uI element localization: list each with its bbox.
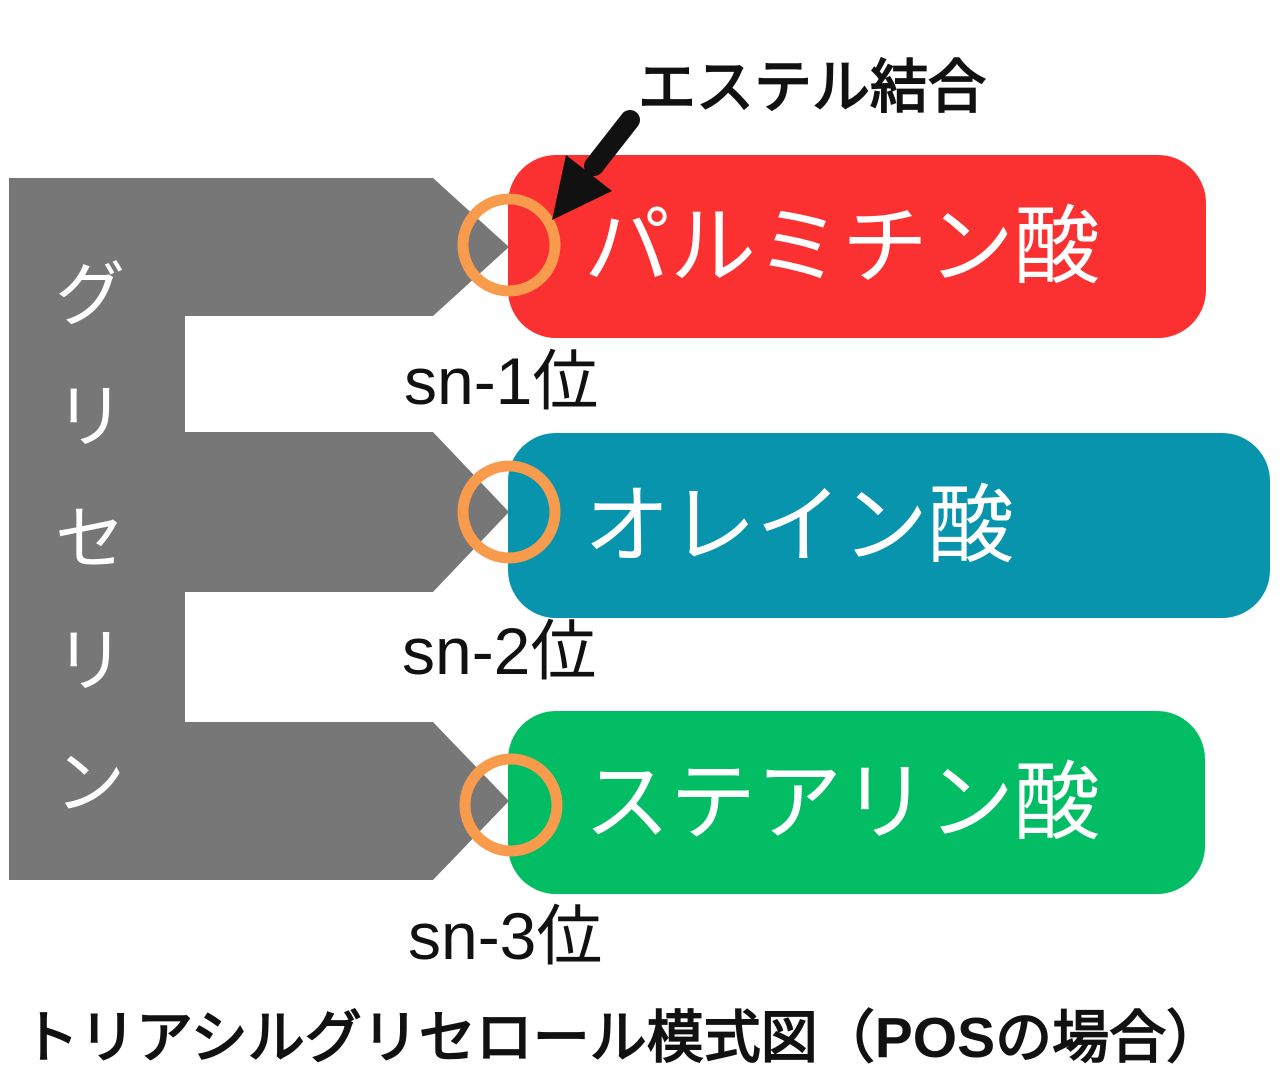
sn-position-label-3: sn-3位 <box>408 899 603 973</box>
fatty-acid-box-oleic: オレイン酸 <box>508 433 1270 618</box>
glycerol-char: ン <box>55 744 125 822</box>
ester-bond-label: エステル結合 <box>637 55 986 120</box>
glycerol-char: セ <box>55 500 125 578</box>
fatty-acid-label-palmitic: パルミチン酸 <box>584 198 1100 295</box>
ester-bond-arrow-shaft <box>584 110 640 176</box>
glycerol-vertical-label: グ リ セ リ ン <box>28 234 152 844</box>
ester-bond-ring-sn1 <box>457 193 561 297</box>
fatty-acid-label-oleic: オレイン酸 <box>584 477 1014 574</box>
sn-position-label-1: sn-1位 <box>404 344 599 418</box>
ester-bond-ring-sn3 <box>459 753 563 857</box>
diagram-caption: トリアシルグリセロール模式図（POSの場合） <box>22 1006 1224 1070</box>
glycerol-char: リ <box>55 622 125 700</box>
glycerol-backbone-shape <box>9 178 509 880</box>
ester-bond-arrow-head <box>552 155 612 220</box>
glycerol-char: グ <box>55 256 125 334</box>
sn-position-label-2: sn-2位 <box>402 614 597 688</box>
fatty-acid-box-stearic: ステアリン酸 <box>508 711 1205 894</box>
fatty-acid-box-palmitic: パルミチン酸 <box>508 155 1206 338</box>
fatty-acid-label-stearic: ステアリン酸 <box>584 754 1100 851</box>
glycerol-char: リ <box>55 378 125 456</box>
ester-bond-ring-sn2 <box>457 460 561 564</box>
